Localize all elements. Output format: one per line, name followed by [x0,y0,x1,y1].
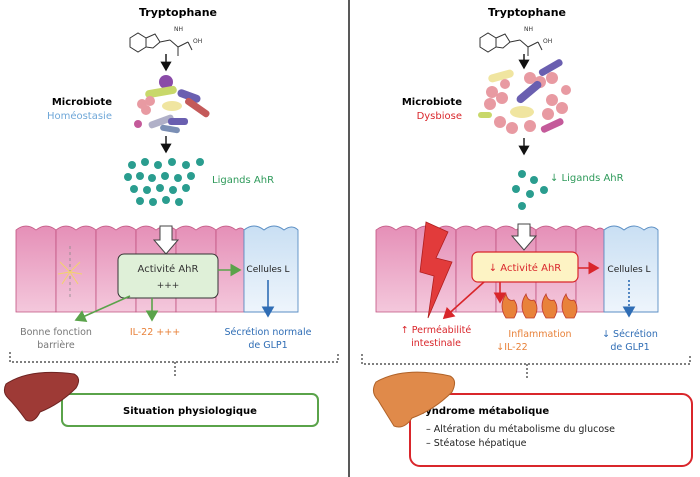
right-inflammation-label: Inflammation [508,329,571,340]
svg-text:NH: NH [174,26,183,33]
right-cells-label: Cellules L [607,265,650,275]
left-barrier-line1: Bonne fonction [20,327,92,338]
right-ahr-box [471,251,579,283]
right-microbiota-cluster [478,59,571,134]
left-glp1-line2: de GLP1 [248,340,287,351]
right-bracket [361,354,691,365]
flame-icons [501,293,578,319]
right-ligand-dots [512,170,548,210]
lightning-bolt-icon [419,221,453,319]
right-ligands-label: ↓ Ligands AhR [550,173,624,184]
left-liver-icon [3,371,80,422]
right-il22-label: ↓IL-22 [496,342,527,353]
left-ligands-label: Ligands AhR [212,175,274,186]
left-outcome-box [61,393,319,427]
left-microbiote-label: Microbiote [52,97,112,108]
right-outcome-title: Syndrome métabolique [418,405,549,417]
left-ligand-entry-arrow [152,225,180,255]
right-glp1-line1: ↓ Sécrétion [602,329,658,340]
svg-text:NH: NH [524,26,533,33]
left-panel: Tryptophane NH OH Microbiote Homéostasie [3,6,339,427]
right-arrow-to-permeability [442,281,485,320]
right-perm-line2: intestinale [411,338,461,349]
left-ligand-dots [124,158,204,206]
right-outcome-item2: – Stéatose hépatique [426,438,527,449]
left-tryptophan-molecule: NH OH [129,26,202,56]
left-barrier-line2: barrière [37,340,75,351]
right-tryptophane-label: Tryptophane [488,6,566,19]
left-microbiota-cluster [134,75,210,134]
left-ahr-level: +++ [157,281,180,291]
right-glp1-line2: de GLP1 [610,342,649,353]
right-microbiote-label: Microbiote [402,97,462,108]
left-arrow-to-barrier [74,295,131,322]
right-state-label: Dysbiose [417,111,462,122]
left-ahr-box [117,253,219,299]
right-outcome-item1: – Altération du métabolisme du glucose [426,424,615,435]
left-ahr-title: Activité AhR [138,263,199,275]
left-cells-label: Cellules L [246,265,289,275]
right-tryptophan-molecule: NH OH [479,26,552,56]
left-bracket [9,352,339,363]
left-tryptophane-label: Tryptophane [139,6,217,19]
svg-text:OH: OH [543,38,552,45]
right-liver-icon [372,371,456,428]
left-glp1-line1: Sécrétion normale [225,327,312,338]
svg-text:OH: OH [193,38,202,45]
right-perm-line1: ↑ Perméabilité [401,325,472,336]
right-outcome-box [409,393,693,467]
left-outcome-label: Situation physiologique [123,406,257,417]
right-ahr-title: ↓ Activité AhR [489,262,562,274]
left-il22-label: IL-22 +++ [130,327,180,338]
left-state-label: Homéostasie [47,110,112,122]
right-panel: Tryptophane NH OH Microbiote Dysbiose [361,6,693,467]
right-ligand-entry-arrow [510,223,538,251]
